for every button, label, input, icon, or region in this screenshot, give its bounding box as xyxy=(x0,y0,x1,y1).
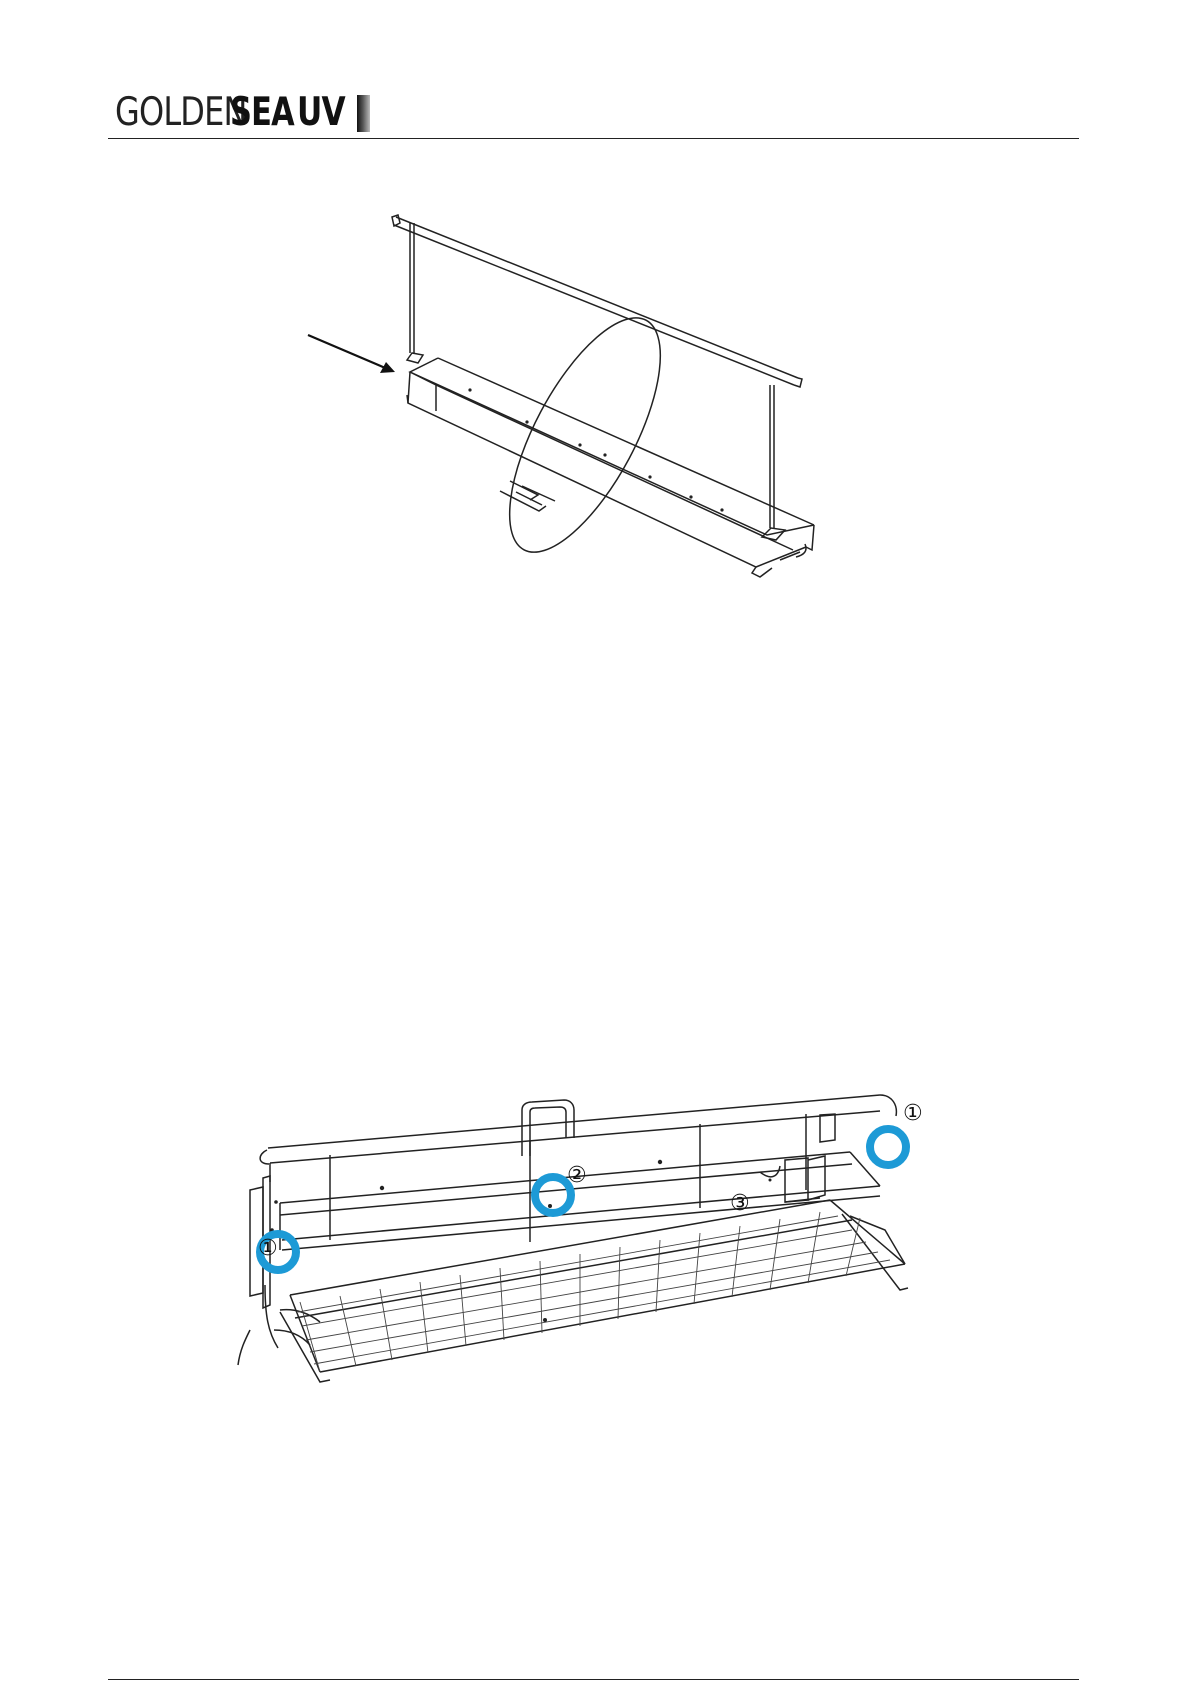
logo-word-sea: SEA xyxy=(230,93,294,132)
grill-mesh xyxy=(298,1212,890,1372)
callout-label-1-right: ① xyxy=(903,1101,923,1126)
brand-logo: GOLDEN SEA UV xyxy=(115,82,370,132)
figure-hanging-fixture xyxy=(320,205,840,595)
header-divider xyxy=(108,138,1079,139)
logo-gradient-mark xyxy=(357,95,370,132)
logo-word-uv: UV xyxy=(297,93,345,132)
highlight-ring-2 xyxy=(535,1177,571,1213)
highlight-ring-1-right xyxy=(870,1129,906,1165)
callout-label-1-left: ① xyxy=(258,1236,278,1261)
callout-label-3: ③ xyxy=(730,1191,750,1216)
pointer-arrow-icon xyxy=(300,320,410,390)
hanging-fixture-illustration xyxy=(320,205,840,595)
figure-service-view: ① ② ③ ① xyxy=(230,1090,990,1415)
arrow-pointer-group xyxy=(300,320,410,390)
logo-word-golden: GOLDEN xyxy=(115,93,247,132)
footer-divider xyxy=(108,1679,1079,1680)
page-header: GOLDEN SEA UV xyxy=(0,0,1192,150)
service-view-illustration: ① ② ③ ① xyxy=(230,1090,990,1415)
callout-label-2: ② xyxy=(567,1163,587,1188)
